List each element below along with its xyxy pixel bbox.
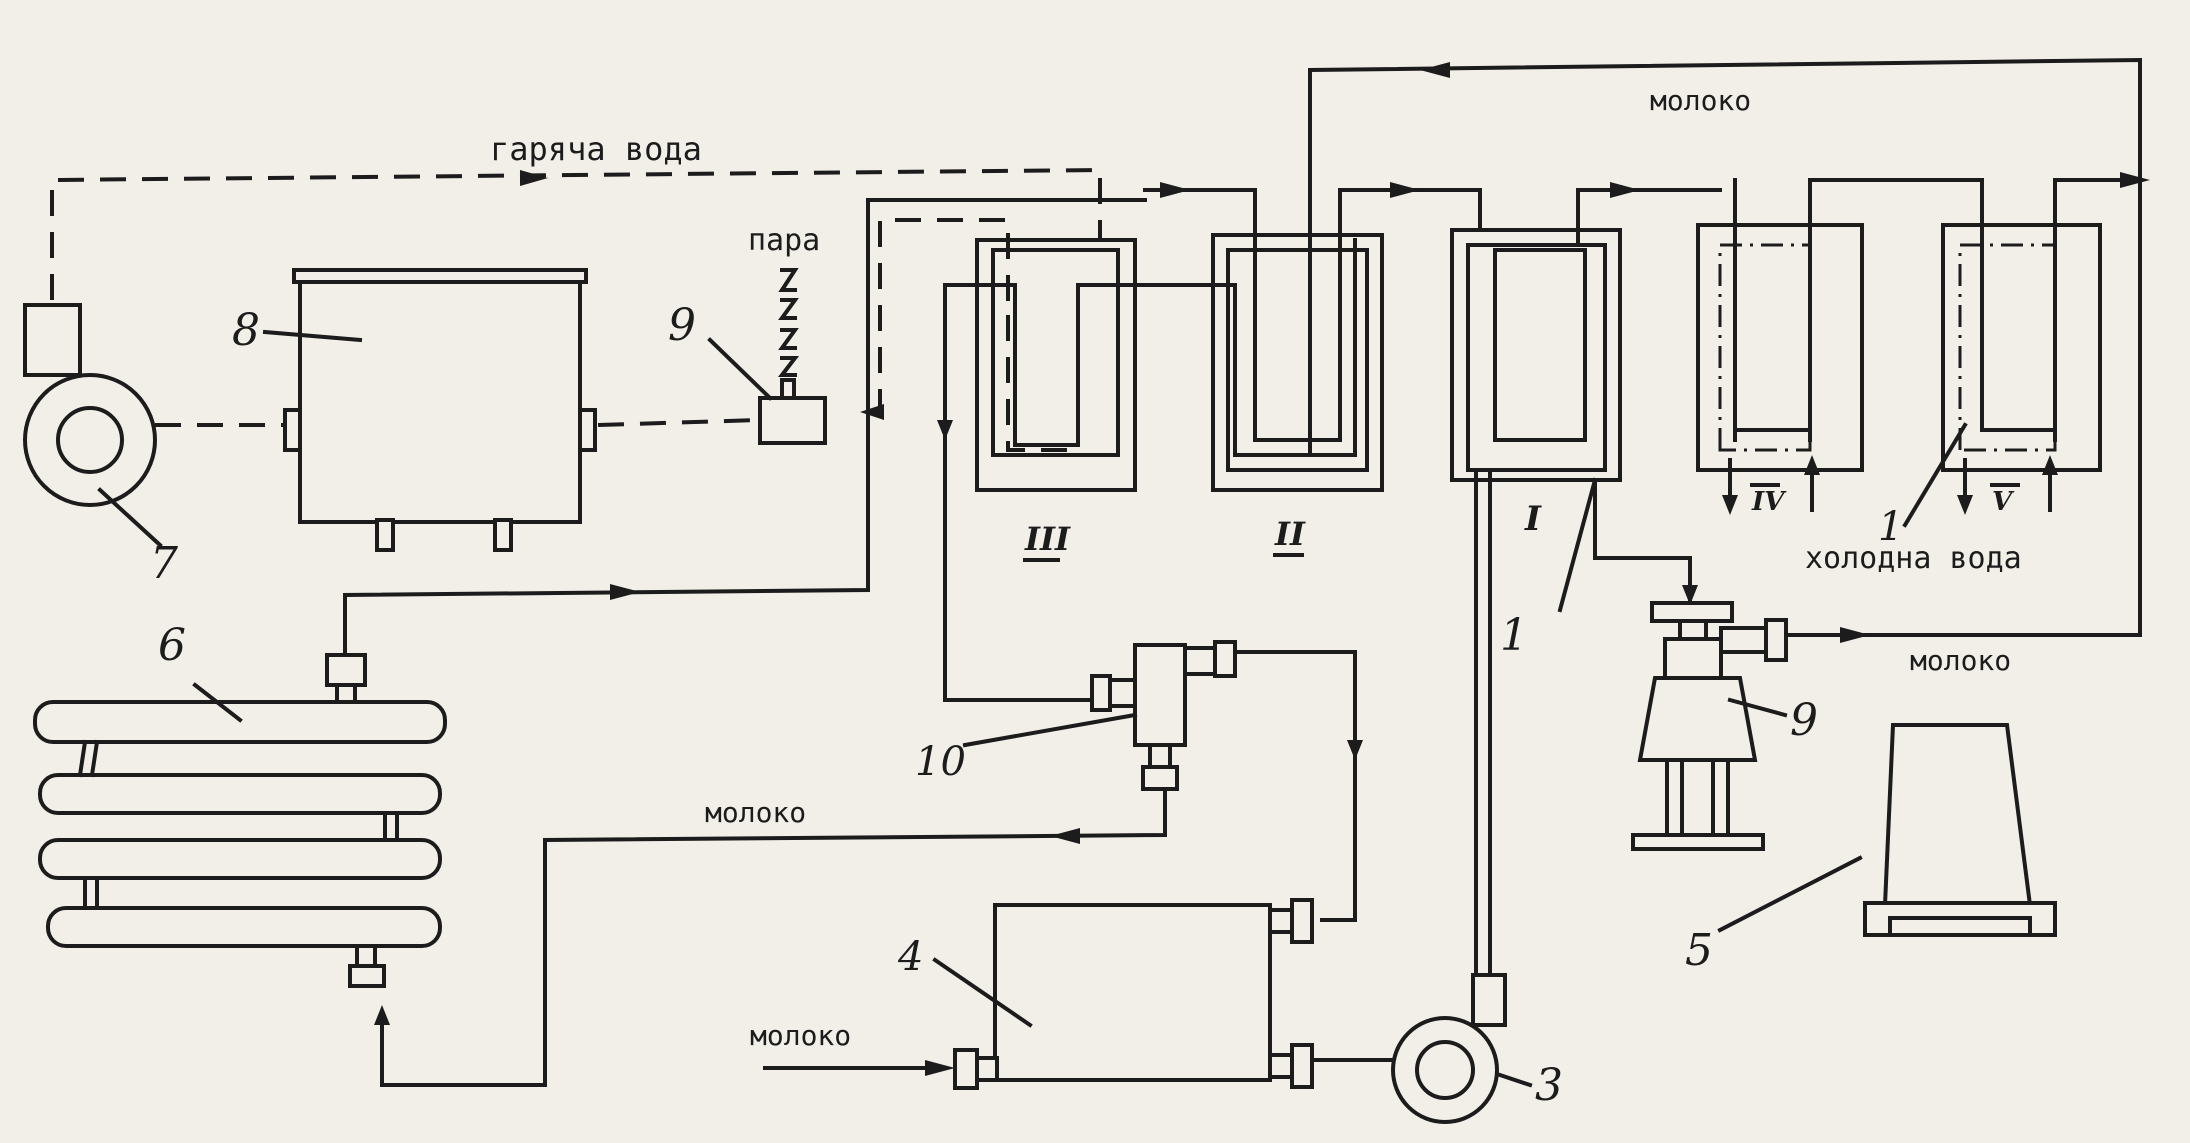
hot-water-arrow [520,170,548,186]
section-II-label: II [1274,515,1306,553]
section-V-label: V [1992,487,2015,517]
cold-water-out-IV [1722,495,1738,515]
milk-in-arrow [925,1060,955,1076]
pump-7 [23,303,157,507]
cold-water-out-V [1957,495,1973,515]
pump-3 [1391,468,1507,1124]
tank-8 [283,268,597,552]
valve-out-arrow [1347,740,1363,760]
milk-in-label: молоко [750,1019,851,1052]
steam-label: пара [748,223,820,258]
milk-mid-label: молоко [705,796,806,829]
label-1-cooler: 1 [1878,504,1903,550]
milk-arrow-5 [2120,172,2150,188]
milk-mid-arrow [1050,828,1080,844]
section-I-arrow [1682,585,1698,605]
milk-main-line [343,182,1257,667]
milk-arrow-4 [1610,182,1640,198]
cold-water-in-IV [1804,455,1820,475]
label-7: 7 [150,538,178,589]
section-III-arrow [937,420,953,440]
leader-lines [97,329,1863,1088]
stand-5 [1863,723,2057,937]
cold-water-in-V [2042,455,2058,475]
section-IV-label: IV [1751,487,1787,517]
label-5: 5 [1685,925,1713,976]
milk-arrow-1 [610,584,640,600]
heater-in-arrow [374,1005,390,1025]
cold-water-label: холодна вода [1805,541,2022,576]
section-III [937,238,1237,702]
label-1-section: 1 [1500,610,1528,661]
label-9-injector: 9 [668,300,696,351]
milk-right-label: молоко [1910,644,2011,677]
milk-top-label: молоко [1650,84,1751,117]
separator-9 [1631,601,1870,851]
label-3: 3 [1535,1060,1563,1111]
section-III-label: III [1024,520,1071,558]
balance-tank-4 [763,898,1397,1090]
valve-10 [1090,640,1363,922]
label-6: 6 [158,620,186,671]
section-II [1211,57,2142,637]
label-10: 10 [915,739,966,785]
section-I-label: I [1524,499,1542,539]
steam-feed-arrow [860,404,884,420]
section-IV [1610,178,1882,515]
label-9-separator: 9 [1790,695,1818,746]
steam-injector-9 [758,268,827,445]
hot-water-line [50,167,1102,452]
label-8: 8 [232,305,260,356]
label-4: 4 [897,934,923,980]
milk-arrow-3 [1390,182,1420,198]
hot-water-label: гаряча вода [490,130,702,168]
section-I [1338,182,1722,605]
milk-return-arrow [1420,62,1450,78]
milk-out-arrow [1840,627,1870,643]
section-V [1878,172,2150,528]
